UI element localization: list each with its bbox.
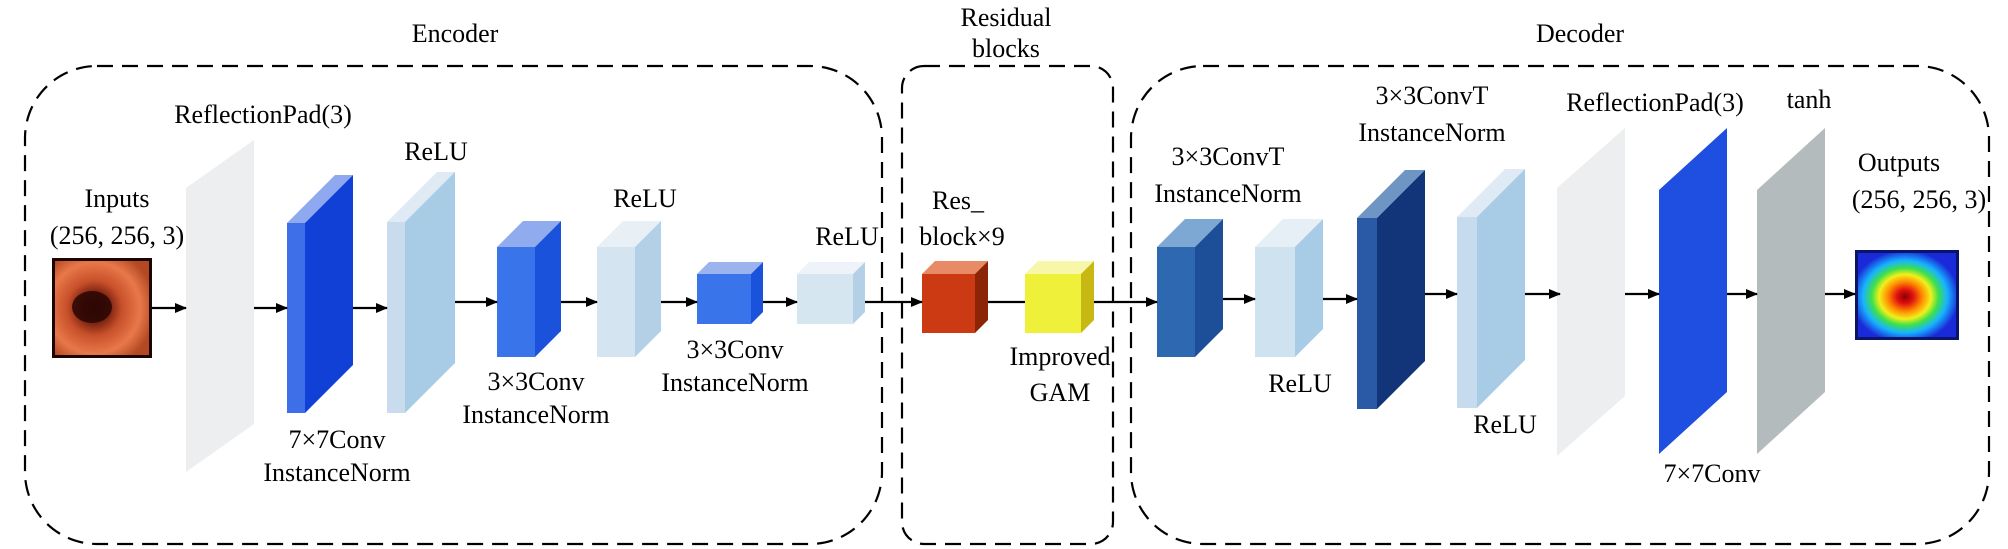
decoder-conv7-label: 7×7Conv [1663, 459, 1760, 488]
decoder-box [1129, 64, 1991, 546]
encoder-title: Encoder [412, 19, 499, 48]
improved-gam-layer [1025, 261, 1094, 333]
decoder-convT2-label-line2: InstanceNorm [1358, 118, 1505, 147]
encoder-conv7-label-line1: 7×7Conv [288, 425, 385, 454]
decoder-convT1-layer [1157, 219, 1223, 357]
decoder-reflectionpad-label: ReflectionPad(3) [1566, 88, 1744, 117]
decoder-tanh-label: tanh [1787, 85, 1832, 114]
encoder-conv3a-label-line1: 3×3Conv [487, 367, 584, 396]
res-block-label-line1: Res_ [932, 186, 985, 215]
encoder-conv3a-label-line2: InstanceNorm [462, 400, 609, 429]
decoder-title: Decoder [1536, 19, 1624, 48]
flow-arrows [152, 289, 1856, 313]
decoder-convT1-label-line2: InstanceNorm [1154, 179, 1301, 208]
residual-title-line1: Residual [961, 3, 1052, 32]
encoder-conv3b-label-line2: InstanceNorm [661, 368, 808, 397]
encoder-conv7-label-line2: InstanceNorm [263, 458, 410, 487]
decoder-relu1-label: ReLU [1268, 369, 1332, 398]
encoder-conv3b-layer [697, 262, 763, 324]
decoder-convT2-layer [1357, 170, 1425, 409]
decoder-relu2-layer [1457, 169, 1525, 408]
encoder-conv7-layer [287, 175, 353, 413]
input-label: Inputs [85, 184, 150, 213]
res-block-layer [922, 261, 988, 333]
encoder-relu3-label: ReLU [815, 222, 879, 251]
decoder-relu1-layer [1255, 219, 1323, 357]
residual-title-line2: blocks [972, 34, 1040, 63]
improved-gam-label-line2: GAM [1030, 378, 1091, 407]
res-block-label-line2: block×9 [919, 222, 1004, 251]
decoder-convT2-label-line1: 3×3ConvT [1376, 81, 1489, 110]
encoder-relu2-label: ReLU [613, 184, 677, 213]
decoder-convT1-label-line1: 3×3ConvT [1172, 142, 1285, 171]
encoder-reflectionpad-layer [186, 140, 254, 472]
encoder-reflectionpad-label: ReflectionPad(3) [174, 100, 352, 129]
encoder-conv3a-layer [497, 221, 561, 357]
encoder-relu1-label: ReLU [404, 137, 468, 166]
input-shape: (256, 256, 3) [50, 221, 184, 250]
decoder-conv7-layer [1659, 128, 1727, 454]
improved-gam-label-line1: Improved [1009, 342, 1110, 371]
encoder-relu3-layer [797, 262, 865, 324]
decoder-tanh-layer [1757, 128, 1825, 454]
encoder-relu2-layer [597, 221, 661, 357]
output-label: Outputs [1858, 148, 1940, 177]
encoder-relu1-layer [387, 172, 455, 413]
output-image [1855, 250, 1959, 340]
residual-blocks-box [900, 64, 1115, 546]
decoder-relu2-label: ReLU [1473, 410, 1537, 439]
decoder-reflectionpad-layer [1557, 128, 1625, 456]
output-shape: (256, 256, 3) [1852, 185, 1986, 214]
encoder-conv3b-label-line1: 3×3Conv [686, 335, 783, 364]
input-image [52, 258, 152, 358]
encoder-box [23, 64, 884, 546]
